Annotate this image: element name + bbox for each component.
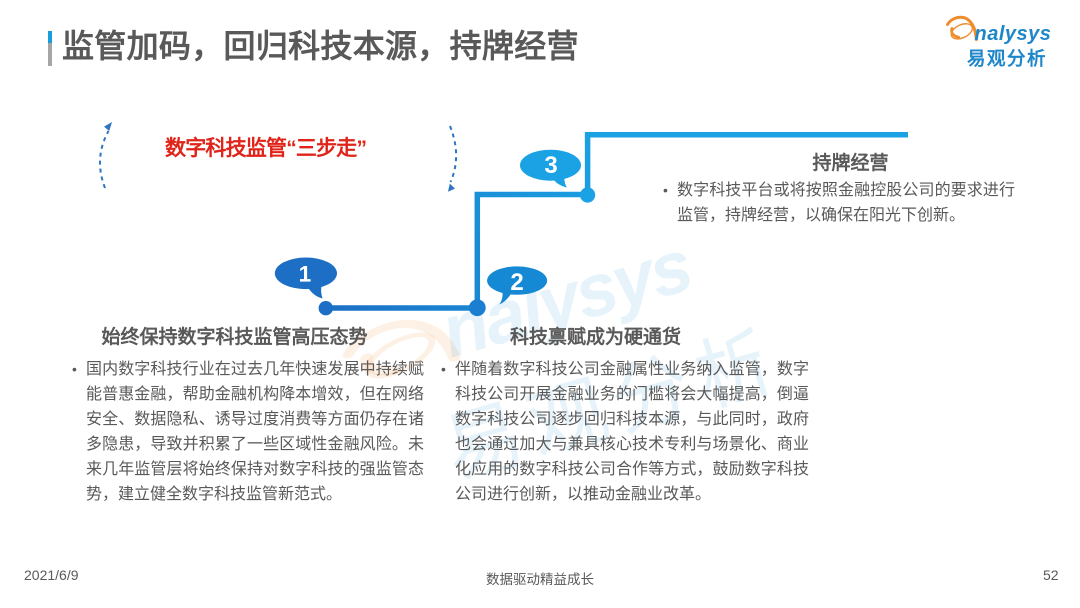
svg-text:2: 2 <box>510 269 523 296</box>
svg-text:3: 3 <box>544 152 557 179</box>
svg-text:nalysys: nalysys <box>975 23 1052 45</box>
svg-text:易观分析: 易观分析 <box>967 48 1047 69</box>
svg-text:1: 1 <box>299 262 312 287</box>
